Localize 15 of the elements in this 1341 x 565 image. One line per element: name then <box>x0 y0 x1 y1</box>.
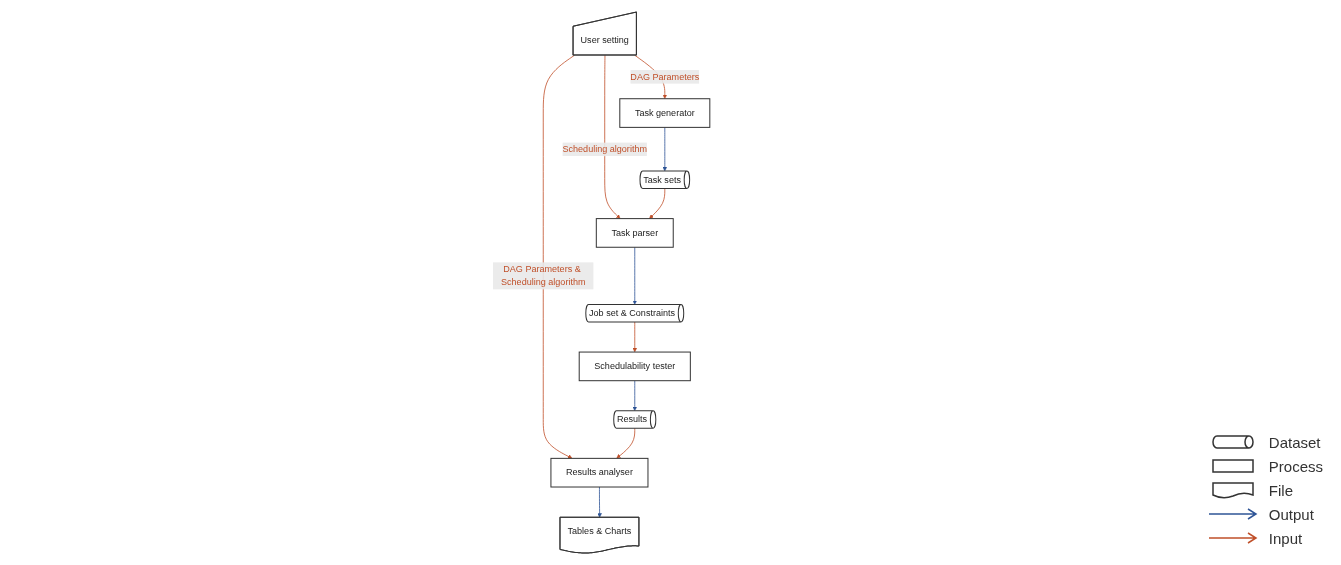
edge-label: DAG Parameters & Scheduling algorithm <box>501 263 586 288</box>
node-box: Task parser <box>595 218 674 248</box>
node-text: Job set & Constraints <box>589 307 676 318</box>
node-box: Task generator <box>619 98 711 128</box>
edge-label: DAG Parameters <box>630 71 700 82</box>
node-text: Results <box>616 414 648 425</box>
node-box: Schedulability tester <box>578 351 691 382</box>
node-text: Task sets <box>643 174 681 185</box>
legend-label: Dataset <box>1268 433 1321 451</box>
node-box: Results analyser <box>550 457 649 488</box>
edge-label: Scheduling algorithm <box>562 143 647 155</box>
legend-label: Process <box>1268 457 1323 475</box>
legend-label: File <box>1268 481 1293 499</box>
legend-label: Output <box>1268 505 1314 523</box>
legend-label: Input <box>1268 529 1303 547</box>
